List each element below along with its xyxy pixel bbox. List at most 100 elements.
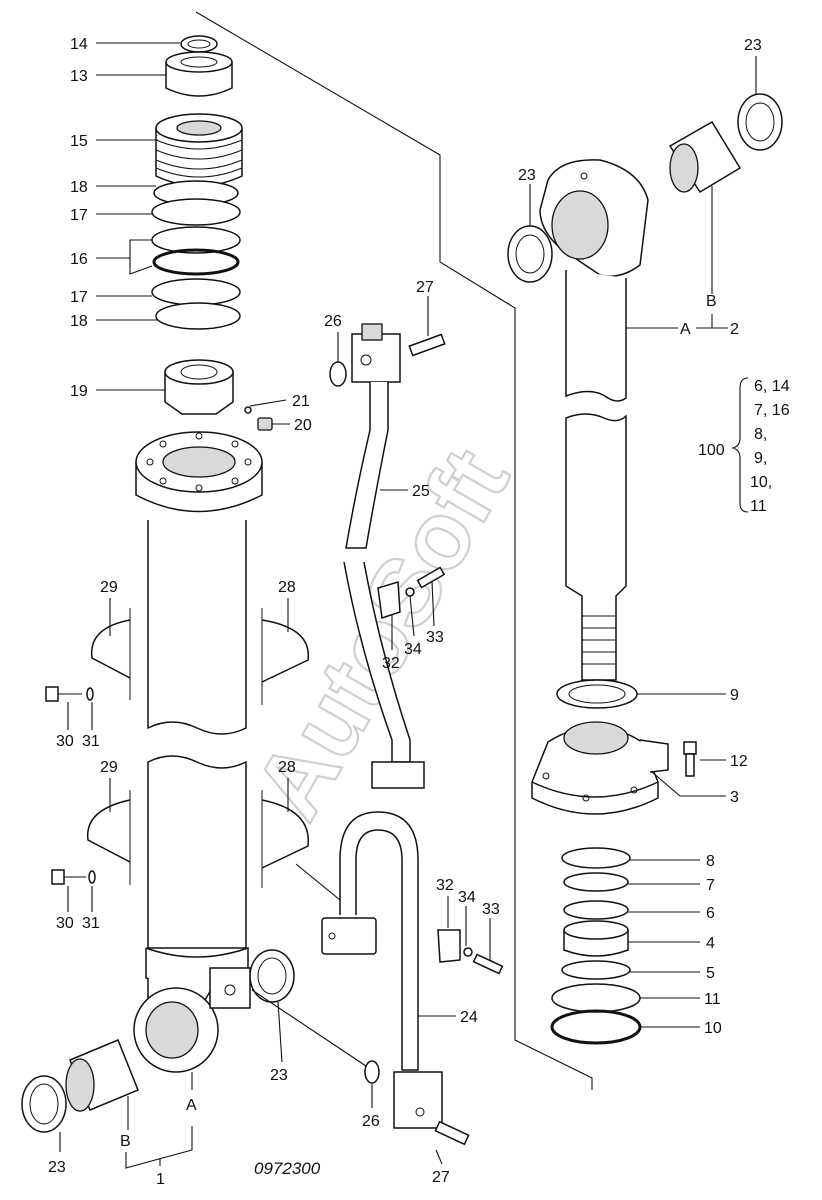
- block-bottom-pipe-24: [393, 1071, 443, 1129]
- ring-8: [561, 847, 631, 869]
- callout-12: 12: [730, 753, 748, 770]
- callout-A-right: A: [680, 321, 691, 338]
- bolt-30-lower: [51, 869, 86, 885]
- kit-item: 7, 16: [754, 402, 790, 419]
- callout-7: 7: [706, 877, 715, 894]
- callout-32-upper: 32: [382, 655, 400, 672]
- pipe-block-27-top: [351, 323, 401, 383]
- callout-4: 4: [706, 935, 715, 952]
- wear-ring-4: [563, 920, 629, 957]
- callout-23-bottom-left: 23: [48, 1159, 66, 1176]
- callout-27-bottom: 27: [432, 1169, 450, 1186]
- o-ring-26-top: [329, 361, 347, 387]
- callout-17b: 17: [70, 289, 88, 306]
- washer-34-upper: [405, 587, 415, 597]
- pipe-25: [343, 382, 411, 763]
- flange-top-pipe-24: [321, 917, 377, 955]
- gland-15: [155, 113, 243, 187]
- piston-rod-upper: [565, 270, 627, 402]
- bushing-B-right: [668, 120, 742, 194]
- shim-23-rod-left: [507, 225, 553, 283]
- callout-34-lower: 34: [458, 889, 476, 906]
- cylinder-head-flange: [135, 431, 263, 513]
- kit-item: 11: [750, 498, 767, 515]
- kit-item: 8,: [754, 426, 767, 443]
- callout-18a: 18: [70, 179, 88, 196]
- piston-3: [531, 721, 669, 815]
- callout-23-rod-right: 23: [744, 37, 762, 54]
- callout-24: 24: [460, 1009, 478, 1026]
- callout-23-bottom-mid: 23: [270, 1067, 288, 1084]
- o-ring-26-bottom: [364, 1060, 380, 1084]
- shim-23-left: [21, 1075, 67, 1133]
- kit-item: 10,: [750, 474, 772, 491]
- callout-31b: 31: [82, 915, 100, 932]
- callout-29a: 29: [100, 579, 118, 596]
- callout-30a: 30: [56, 733, 74, 750]
- callout-14: 14: [70, 36, 88, 53]
- ball-21: [244, 406, 252, 414]
- pipe-24: [339, 811, 419, 1071]
- callout-8: 8: [706, 853, 715, 870]
- ring-5: [561, 960, 631, 980]
- seal-9: [556, 679, 638, 709]
- screw-12: [683, 741, 697, 777]
- callout-23-rod-left: 23: [518, 167, 536, 184]
- clamp-28-lower: [261, 790, 309, 888]
- callout-B-left: B: [120, 1133, 131, 1150]
- packing-16: [151, 226, 241, 276]
- cylinder-bottom-eye: [133, 977, 219, 1073]
- seal-ring-18b: [155, 302, 241, 330]
- assembly-bracket-line: [195, 11, 593, 1090]
- callout-33-upper: 33: [426, 629, 444, 646]
- piston-rod-lower: [565, 413, 627, 681]
- clamp-29-upper: [90, 608, 131, 700]
- o-ring-10: [550, 1009, 642, 1045]
- callout-11: 11: [704, 991, 721, 1008]
- washer-31-upper: [86, 687, 94, 701]
- clip-32-upper: [377, 581, 401, 619]
- clamp-28-upper: [261, 608, 309, 705]
- port-block-bottom: [209, 967, 251, 1009]
- kit-item: 6, 14: [754, 378, 790, 395]
- callout-19: 19: [70, 383, 88, 400]
- callout-17a: 17: [70, 207, 88, 224]
- nut-19: [164, 359, 234, 415]
- callout-18b: 18: [70, 313, 88, 330]
- ring-11: [551, 983, 641, 1013]
- callout-27-top: 27: [416, 279, 434, 296]
- callout-26-bottom: 26: [362, 1113, 380, 1130]
- bolt-33-upper: [416, 566, 446, 589]
- callout-20: 20: [294, 417, 312, 434]
- clamp-29-lower: [86, 790, 131, 885]
- rod-eye: [539, 159, 649, 277]
- callout-25: 25: [412, 483, 430, 500]
- seal-ring-17b: [151, 278, 241, 306]
- clip-32-lower: [437, 929, 461, 963]
- callout-A-left: A: [186, 1097, 197, 1114]
- callout-29b: 29: [100, 759, 118, 776]
- callout-16: 16: [70, 251, 88, 268]
- bolt-27-top: [408, 333, 446, 357]
- washer-34-lower: [463, 947, 473, 957]
- shim-23-bottom: [249, 949, 295, 1003]
- callout-28a: 28: [278, 579, 296, 596]
- callout-21: 21: [292, 393, 310, 410]
- cylinder-tube-lower: [145, 755, 249, 988]
- callout-28b: 28: [278, 759, 296, 776]
- callout-34-upper: 34: [404, 641, 422, 658]
- callout-26-top: 26: [324, 313, 342, 330]
- ring-7: [563, 872, 629, 892]
- callout-6: 6: [706, 905, 715, 922]
- callout-13: 13: [70, 68, 88, 85]
- bolt-33-lower: [472, 953, 504, 975]
- callout-5: 5: [706, 965, 715, 982]
- callout-3: 3: [730, 789, 739, 806]
- washer-31-lower: [88, 870, 96, 884]
- callout-1: 1: [156, 1171, 165, 1188]
- callout-31a: 31: [82, 733, 100, 750]
- shim-23-rod-right: [737, 93, 783, 151]
- ring-6: [563, 900, 629, 920]
- kit-number: 100: [698, 442, 725, 459]
